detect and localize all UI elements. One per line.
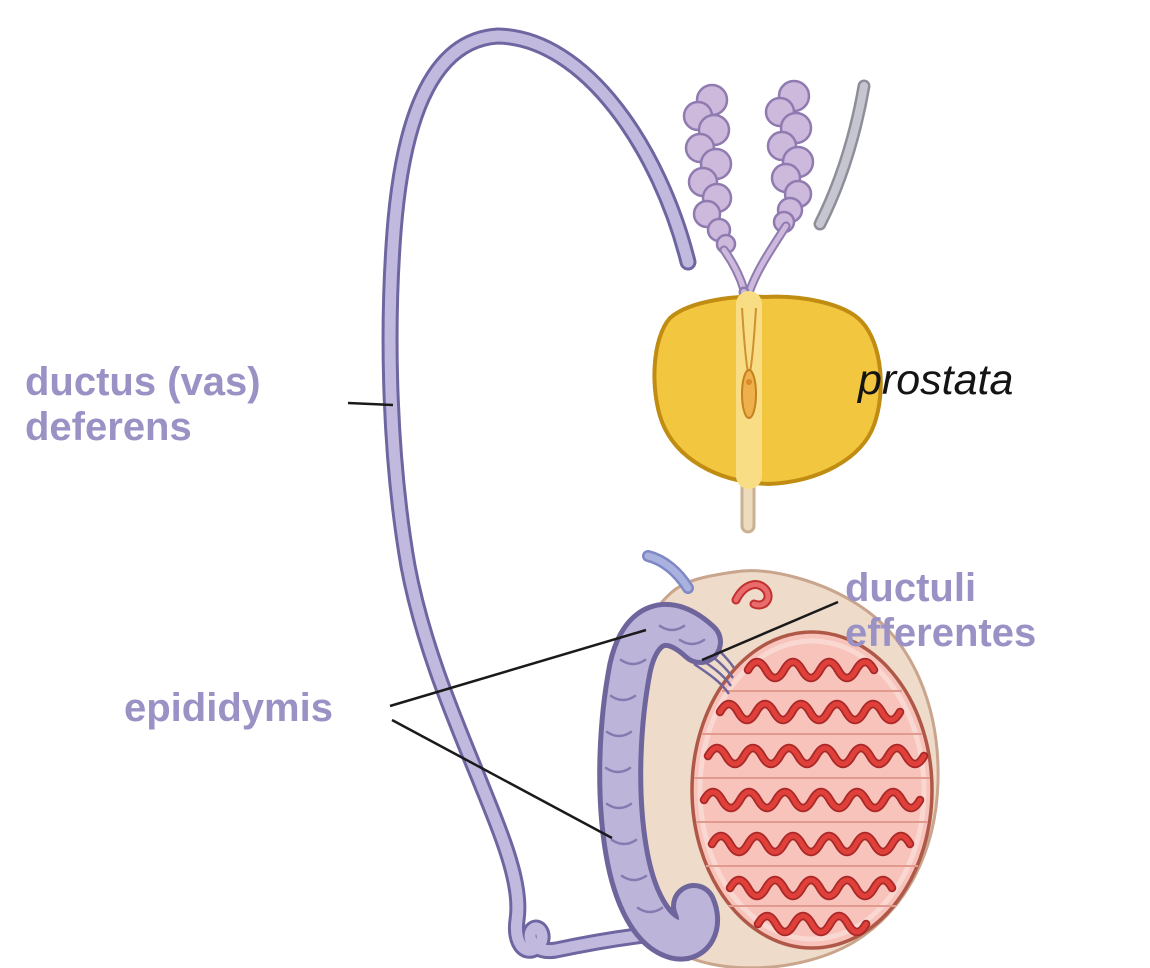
leader-lines: [347, 401, 839, 840]
blood-vessels: [642, 550, 773, 610]
label-vas-deferens-line1: ductus (vas): [25, 360, 261, 404]
seminiferous-tubules: [699, 657, 929, 937]
leader-ductuli-efferentes: [701, 600, 839, 662]
verumontanum: [741, 369, 757, 419]
label-vas-deferens: ductus (vas) deferens: [25, 360, 261, 450]
label-prostata: prostata: [858, 356, 1014, 404]
label-vas-deferens-line2: deferens: [25, 405, 192, 450]
testis: [690, 630, 934, 950]
testis-septa: [694, 690, 930, 907]
leader-epididymis-head: [389, 628, 647, 708]
epididymis-body: [597, 602, 723, 962]
label-epididymis: epididymis: [124, 686, 333, 730]
leader-vas-deferens: [347, 401, 394, 407]
leader-epididymis-body: [391, 718, 613, 840]
prostate-gland: [652, 291, 883, 489]
label-ductuli-line2: efferentes: [845, 611, 1037, 656]
vas-deferens-tube: [381, 27, 697, 960]
label-ductuli-line1: ductuli: [845, 566, 977, 610]
label-ductuli-efferentes: ductuli efferentes: [845, 566, 1036, 656]
seminal-vesicles: [682, 79, 815, 255]
cut-duct-tube: [813, 79, 871, 231]
epididymis-coil-texture: [604, 624, 706, 914]
